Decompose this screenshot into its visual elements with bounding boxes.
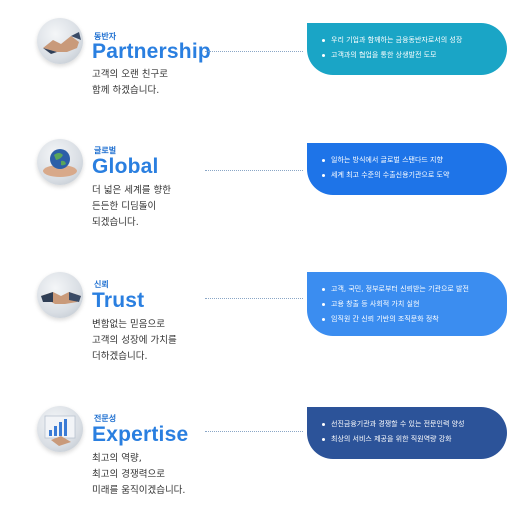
handshake-icon (37, 18, 83, 64)
section-description: 변함없는 믿음으로 고객의 성장에 가치를 더하겠습니다. (92, 317, 177, 365)
bullet-item: 세계 최고 수준의 수출신용기관으로 도약 (322, 168, 497, 183)
bullet-panel: 일하는 방식에서 글로벌 스탠다드 지향 세계 최고 수준의 수출신용기관으로 … (307, 143, 507, 195)
description-line: 함께 하겠습니다. (92, 85, 160, 96)
kicker-label: 신뢰 (94, 280, 109, 289)
description-line: 더하겠습니다. (92, 351, 148, 362)
description-line: 고객의 오랜 친구로 (92, 69, 168, 80)
description-line: 고객의 성장에 가치를 (92, 335, 177, 346)
section-title: Partnership (92, 40, 211, 63)
description-line: 든든한 디딤돌이 (92, 201, 157, 212)
section-partnership: 동반자 Partnership 고객의 오랜 친구로 함께 하겠습니다. 우리 … (0, 0, 523, 120)
bullet-item: 고용 창출 등 사회적 가치 실현 (322, 297, 497, 312)
description-line: 변함없는 믿음으로 (92, 319, 165, 330)
bullet-item: 우리 기업과 함께하는 금융동반자로서의 성장 (322, 33, 497, 48)
bullet-item: 최상의 서비스 제공을 위한 직원역량 강화 (322, 432, 497, 447)
section-expertise: 전문성 Expertise 최고의 역량, 최고의 경쟁력으로 미래를 움직이겠… (0, 0, 523, 496)
bullet-item: 임직원 간 신뢰 기반의 조직문화 정착 (322, 312, 497, 327)
bullet-panel: 선진금융기관과 경쟁할 수 있는 전문인력 양성 최상의 서비스 제공을 위한 … (307, 407, 507, 459)
globe-icon (37, 139, 83, 185)
bullet-item: 일하는 방식에서 글로벌 스탠다드 지향 (322, 153, 497, 168)
bullet-item: 선진금융기관과 경쟁할 수 있는 전문인력 양성 (322, 417, 497, 432)
dotted-connector (205, 170, 303, 171)
section-description: 더 넓은 세계를 향한 든든한 디딤돌이 되겠습니다. (92, 183, 171, 231)
kicker-label: 전문성 (94, 414, 117, 423)
description-line: 되겠습니다. (92, 217, 139, 228)
chart-icon (37, 406, 83, 452)
section-title: Trust (92, 289, 145, 312)
section-title: Global (92, 155, 159, 178)
section-title: Expertise (92, 423, 189, 446)
section-description: 고객의 오랜 친구로 함께 하겠습니다. (92, 67, 168, 99)
description-line: 최고의 경쟁력으로 (92, 469, 165, 480)
section-global: 글로벌 Global 더 넓은 세계를 향한 든든한 디딤돌이 되겠습니다. 일… (0, 0, 523, 228)
section-description: 최고의 역량, 최고의 경쟁력으로 미래를 움직이겠습니다. (92, 451, 185, 499)
kicker-label: 글로벌 (94, 146, 117, 155)
bullet-item: 고객, 국민, 정부로부터 신뢰받는 기관으로 발전 (322, 282, 497, 297)
description-line: 더 넓은 세계를 향한 (92, 185, 171, 196)
bullet-panel: 우리 기업과 함께하는 금융동반자로서의 성장 고객과의 협업을 통한 상생발전… (307, 23, 507, 75)
bullet-panel: 고객, 국민, 정부로부터 신뢰받는 기관으로 발전 고용 창출 등 사회적 가… (307, 272, 507, 336)
handshake-icon (37, 272, 83, 318)
dotted-connector (205, 298, 303, 299)
dotted-connector (205, 51, 303, 52)
dotted-connector (205, 431, 303, 432)
description-line: 최고의 역량, (92, 453, 142, 464)
bullet-item: 고객과의 협업을 통한 상생발전 도모 (322, 48, 497, 63)
description-line: 미래를 움직이겠습니다. (92, 485, 186, 496)
section-trust: 신뢰 Trust 변함없는 믿음으로 고객의 성장에 가치를 더하겠습니다. 고… (0, 0, 523, 362)
kicker-label: 동반자 (94, 32, 117, 41)
